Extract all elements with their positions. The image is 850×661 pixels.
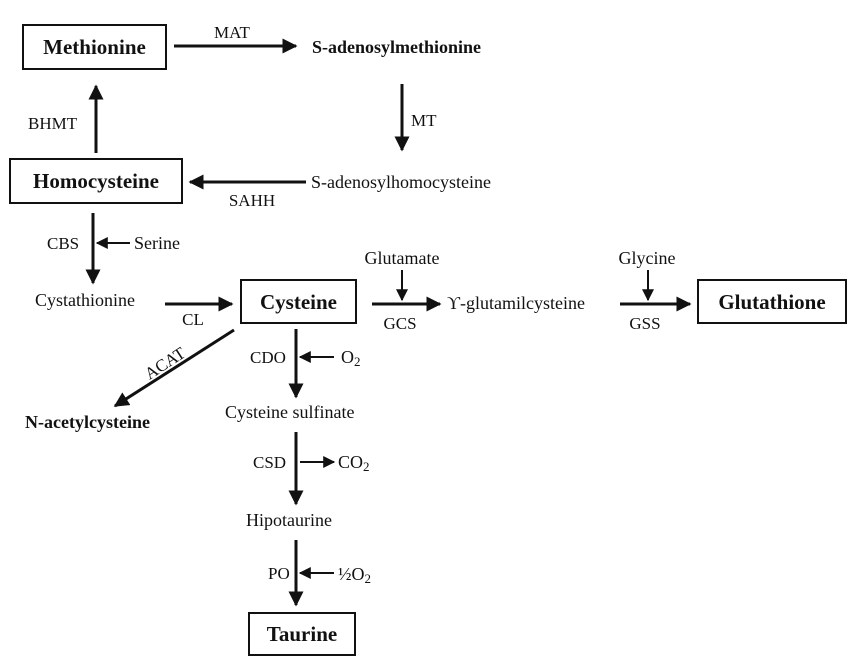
half-o2-label: ½O2 bbox=[338, 564, 371, 586]
taurine-label: Taurine bbox=[267, 622, 337, 646]
mat-label: MAT bbox=[214, 23, 251, 42]
homocysteine-box bbox=[9, 158, 183, 204]
gcs-label: GCS bbox=[383, 314, 416, 333]
glutamate-label: Glutamate bbox=[365, 248, 440, 268]
bhmt-label: BHMT bbox=[28, 114, 78, 133]
o2-subscript: 2 bbox=[354, 354, 361, 369]
hipotaurine-label: Hipotaurine bbox=[246, 510, 332, 530]
cdo-label: CDO bbox=[250, 348, 286, 367]
cystathionine-label: Cystathionine bbox=[35, 290, 135, 310]
glutathione-box bbox=[697, 279, 847, 324]
acat-label: ACAT bbox=[141, 343, 189, 383]
csd-label: CSD bbox=[253, 453, 286, 472]
mt-label: MT bbox=[411, 111, 437, 130]
gamma-glutamylcysteine-label: ϒ-glutamilcysteine bbox=[447, 293, 585, 313]
sah-label: S-adenosylhomocysteine bbox=[311, 172, 491, 192]
methionine-label: Methionine bbox=[43, 35, 146, 59]
co2-base: CO bbox=[338, 452, 363, 472]
cl-label: CL bbox=[182, 310, 204, 329]
co2-label: CO2 bbox=[338, 452, 370, 474]
glutathione-label: Glutathione bbox=[718, 290, 825, 314]
po-label: PO bbox=[268, 564, 290, 583]
co2-subscript: 2 bbox=[363, 459, 370, 474]
taurine-box bbox=[248, 612, 356, 656]
cysteine-label: Cysteine bbox=[260, 290, 337, 314]
glycine-label: Glycine bbox=[619, 248, 676, 268]
half-o2-base: ½O bbox=[338, 564, 365, 584]
cysteine-box bbox=[240, 279, 357, 324]
n-acetylcysteine-label: N-acetylcysteine bbox=[25, 412, 150, 432]
sahh-label: SAHH bbox=[229, 191, 275, 210]
acat-arrow bbox=[113, 328, 235, 408]
cbs-label: CBS bbox=[47, 234, 79, 253]
sam-label: S-adenosylmethionine bbox=[312, 37, 481, 57]
methionine-box bbox=[22, 24, 167, 70]
homocysteine-label: Homocysteine bbox=[33, 169, 159, 193]
o2-label: O2 bbox=[341, 347, 361, 369]
gss-label: GSS bbox=[629, 314, 660, 333]
o2-base: O bbox=[341, 347, 354, 367]
cysteine-sulfinate-label: Cysteine sulfinate bbox=[225, 402, 354, 422]
half-o2-subscript: 2 bbox=[365, 571, 372, 586]
serine-label: Serine bbox=[134, 233, 180, 253]
